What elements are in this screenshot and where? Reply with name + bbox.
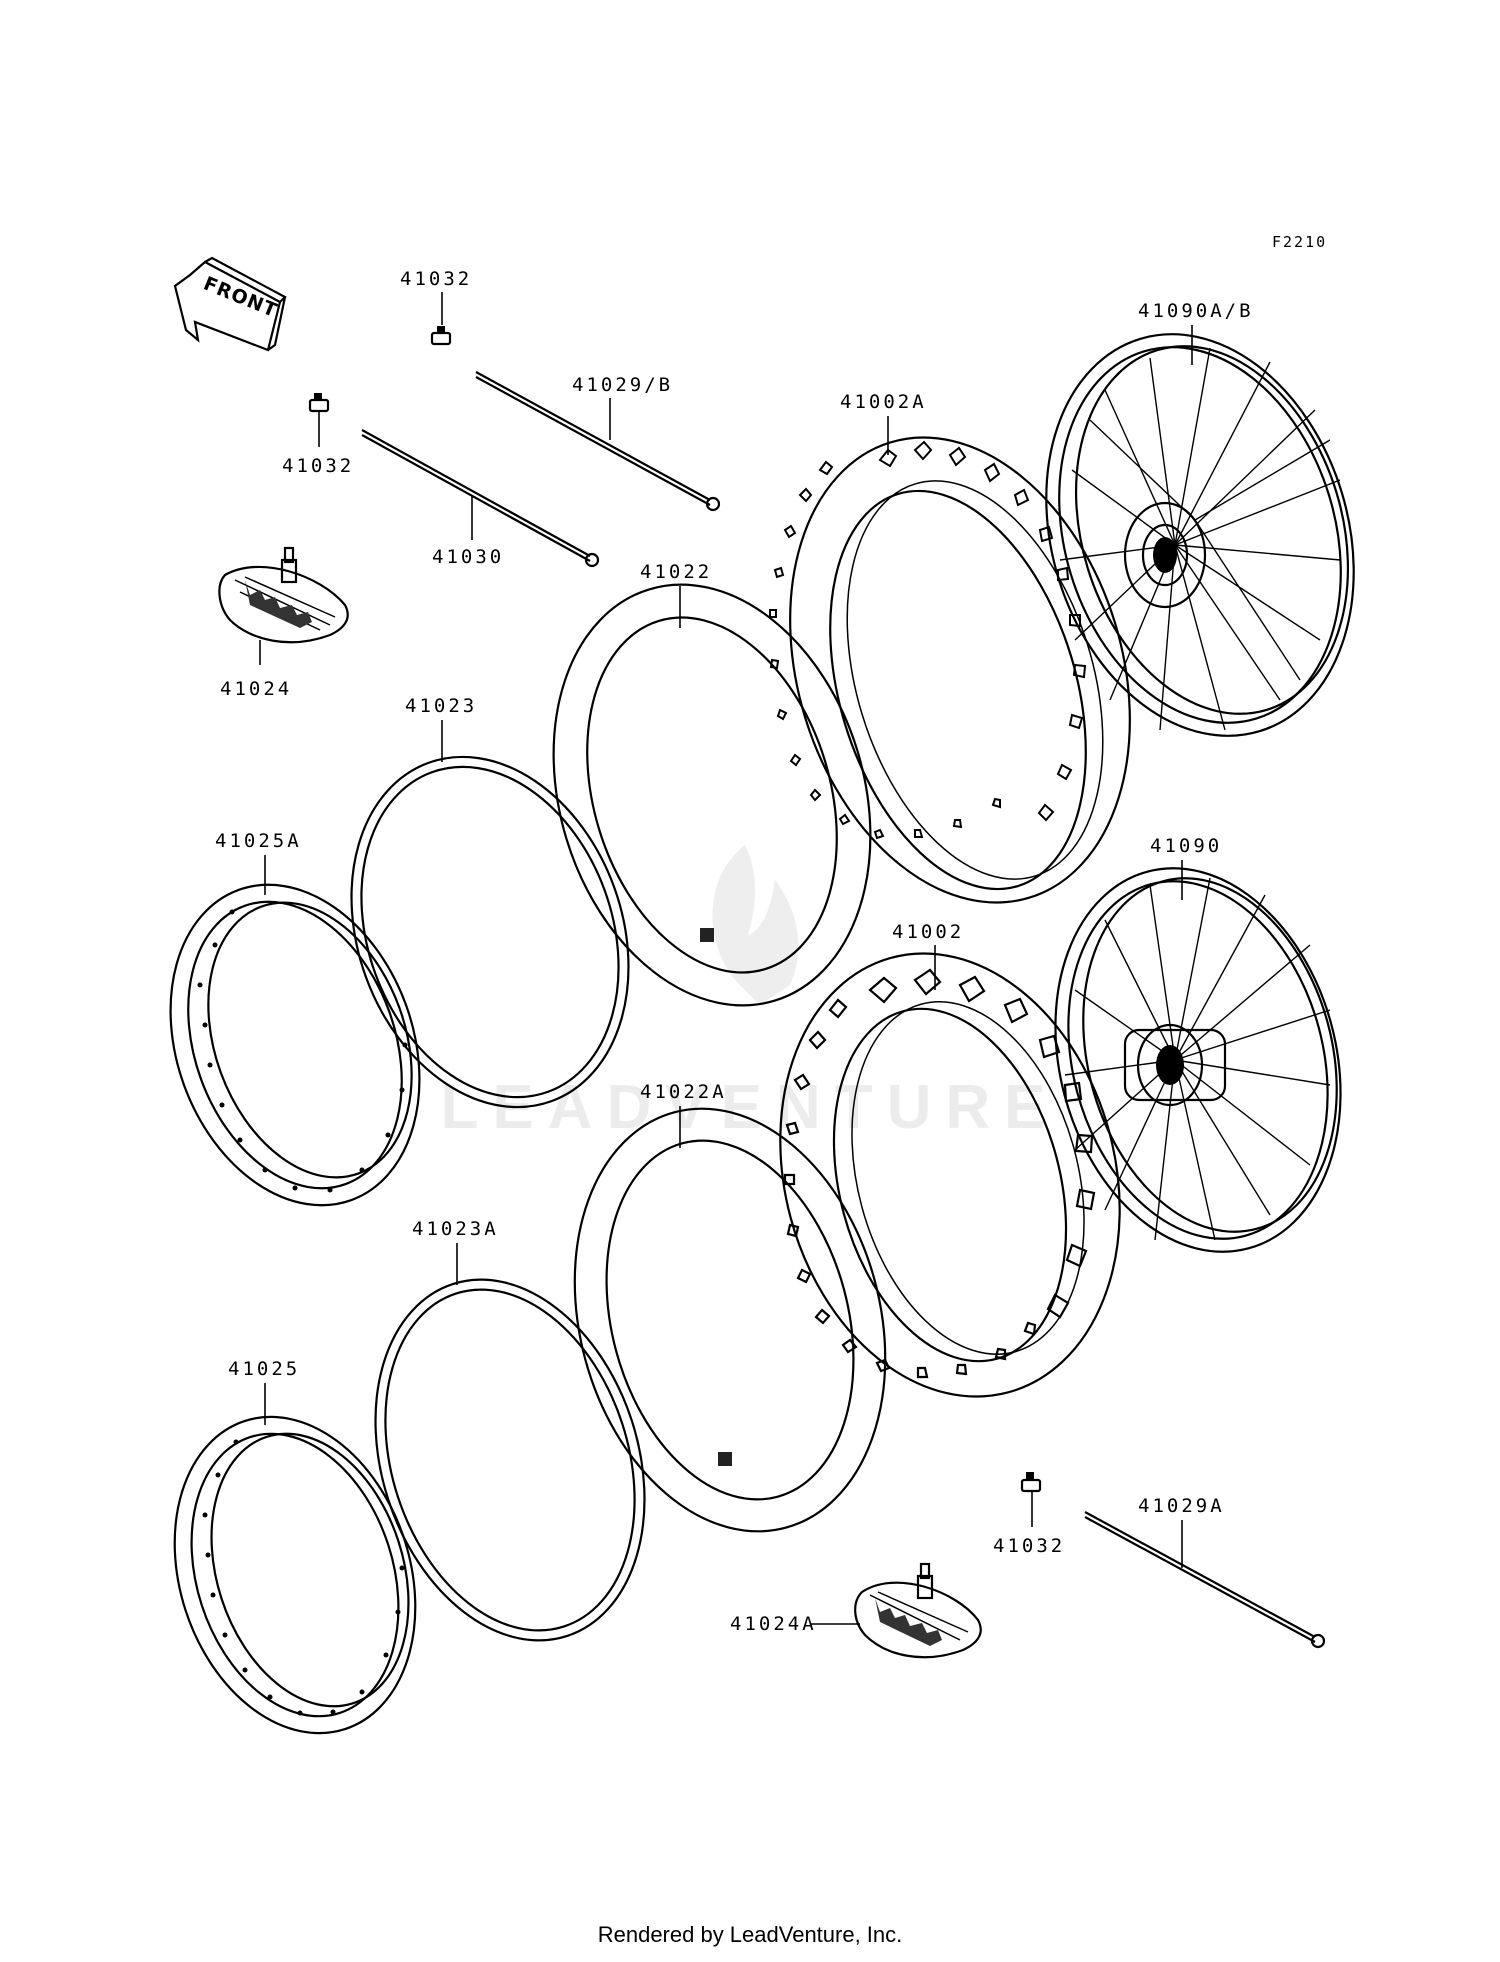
part-41023a-rim-tape[interactable]: 41023A <box>331 1218 689 1675</box>
label-41032-top: 41032 <box>400 268 472 290</box>
label-41023a: 41023A <box>412 1218 499 1240</box>
label-41030: 41030 <box>432 546 504 568</box>
label-41024a: 41024A <box>730 1613 817 1635</box>
label-41002a: 41002A <box>840 391 927 413</box>
part-41023-rim-tape[interactable]: 41023 <box>304 695 675 1146</box>
tread-knobs-front <box>769 440 1087 840</box>
label-41022: 41022 <box>640 561 712 583</box>
watermark: LEADVENTURE <box>440 845 1059 1142</box>
part-41029a-spoke[interactable]: 41029A <box>1084 1495 1326 1649</box>
label-41032-low: 41032 <box>993 1535 1065 1557</box>
part-41024a-rim-lock[interactable]: 41024A <box>730 1562 982 1659</box>
front-direction-arrow: FRONT <box>173 256 287 352</box>
label-41025a: 41025A <box>215 830 302 852</box>
label-41032-mid: 41032 <box>282 455 354 477</box>
label-41029a: 41029A <box>1138 1495 1225 1517</box>
part-41029b-spoke[interactable]: 41029/B <box>475 371 721 512</box>
tread-knobs-rear <box>783 968 1096 1379</box>
label-41022a: 41022A <box>640 1081 727 1103</box>
figure-code: F2210 <box>1272 233 1327 251</box>
part-41002-rear-tire[interactable]: 41002 <box>732 915 1167 1435</box>
spoke-holes-41025 <box>202 1439 405 1716</box>
spokes-rear-wheel <box>1064 877 1331 1241</box>
label-41023: 41023 <box>405 695 477 717</box>
label-41029b: 41029/B <box>572 374 673 396</box>
footer-credit: Rendered by LeadVenture, Inc. <box>597 1922 903 1947</box>
label-41002: 41002 <box>892 921 964 943</box>
part-41025-rim[interactable]: 41025 <box>136 1358 455 1765</box>
part-41022a-inner-tube[interactable]: 41022A <box>529 1074 930 1567</box>
spoke-holes-41025a <box>197 909 408 1193</box>
part-41024-rim-lock[interactable]: 41024 <box>218 546 349 700</box>
part-41032-mid[interactable]: 41032 <box>282 393 354 477</box>
part-41090-rear-wheel[interactable]: 41090 <box>1014 835 1382 1284</box>
part-41022-inner-tube[interactable]: 41022 <box>504 545 920 1045</box>
label-41090: 41090 <box>1150 835 1222 857</box>
label-41025: 41025 <box>228 1358 300 1380</box>
label-41024: 41024 <box>220 678 292 700</box>
label-41090ab: 41090A/B <box>1138 300 1254 322</box>
part-41090ab-front-wheel[interactable]: 41090A/B <box>999 296 1402 775</box>
watermark-text: LEADVENTURE <box>440 1073 1059 1142</box>
part-41025a-rim[interactable]: 41025A <box>128 830 463 1240</box>
part-41032-low[interactable]: 41032 <box>993 1472 1065 1557</box>
part-41032-top[interactable]: 41032 <box>400 268 472 346</box>
part-41030-spoke[interactable]: 41030 <box>361 429 600 568</box>
part-41002a-front-tire[interactable]: 41002A <box>735 391 1184 945</box>
